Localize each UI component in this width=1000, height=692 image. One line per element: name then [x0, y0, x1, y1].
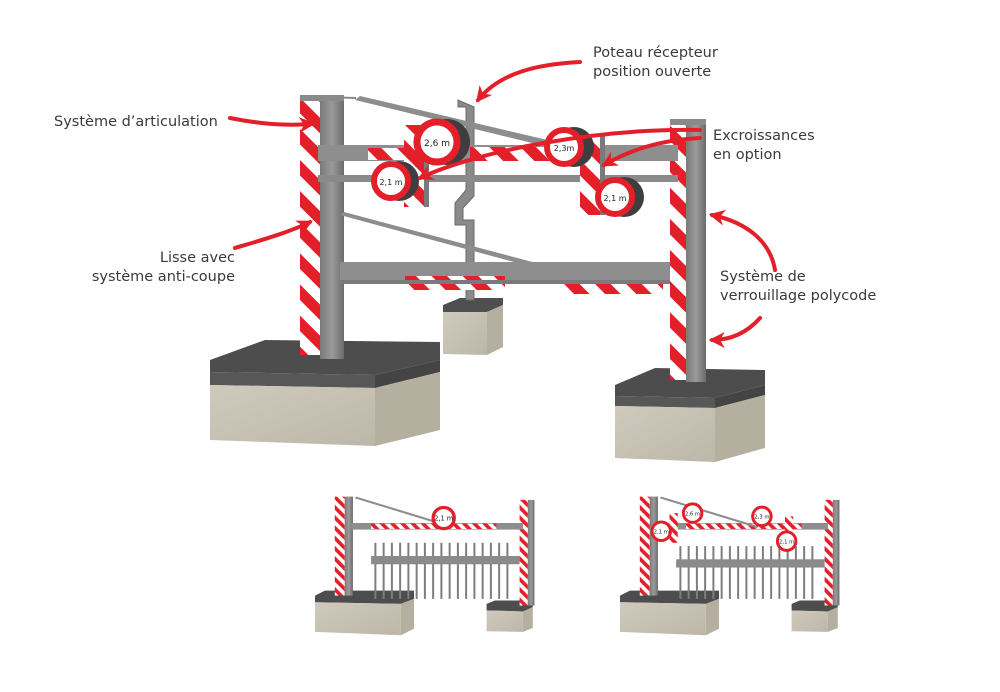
arrow-locking-upper [708, 209, 777, 272]
label-receiver-post-line1: Poteau récepteur [593, 45, 718, 61]
main-barrier-illustration: 2,6 m 2,3m 2,1 m 2,1 m [210, 95, 765, 462]
left-concrete-base [210, 340, 440, 446]
sign-2-3-text: 2,3m [554, 144, 575, 153]
label-articulation-line1: Système d’articulation [54, 114, 218, 130]
sign-2-6-text: 2,6 m [424, 139, 450, 149]
left-post [300, 95, 344, 359]
label-receiver-post: Poteau récepteur position ouverte [593, 44, 718, 82]
arrow-locking-lower [708, 316, 762, 348]
variant2-sign-1-text: 2,1 m [654, 530, 669, 536]
center-concrete-base [443, 298, 503, 355]
label-outgrowths: Excroissances en option [713, 127, 815, 165]
variant1-sign-text: 2,1 m [434, 515, 453, 523]
sign-2-1-left: 2,1 m [371, 161, 419, 201]
variant-gate-single-sign: 2,1 m [315, 496, 535, 636]
label-bar: Lisse avec système anti-coupe [92, 249, 235, 287]
sign-2-6: 2,6 m [413, 118, 470, 166]
right-concrete-base [615, 368, 765, 462]
label-bar-line2: système anti-coupe [91, 269, 235, 285]
label-locking: Système de verrouillage polycode [720, 268, 876, 306]
label-articulation: Système d’articulation [54, 113, 218, 132]
label-outgrowths-line1: Excroissances [713, 128, 815, 144]
annotation-arrows [228, 60, 777, 348]
variant-gate-four-signs: 2,1 m 2,6 m 2,3 m 2,1 m [620, 496, 840, 636]
label-receiver-post-line2: position ouverte [593, 64, 712, 80]
label-locking-line2: verrouillage polycode [720, 288, 877, 304]
lower-bar [340, 262, 670, 294]
arrow-articulation [228, 116, 316, 133]
upper-diagonal-arm [355, 96, 590, 156]
arrow-receiver-post [476, 60, 582, 103]
label-locking-line1: Système de [720, 269, 806, 285]
sign-2-1-right-text: 2,1 m [603, 194, 626, 203]
sign-2-3: 2,3m [544, 127, 594, 167]
arrow-outgrowths-left [417, 127, 702, 180]
arrow-outgrowths-right [601, 136, 702, 167]
arrow-bar [233, 220, 313, 250]
sign-2-1-left-text: 2,1 m [379, 178, 402, 187]
label-outgrowths-line2: en option [713, 147, 782, 163]
variant2-sign-2-text: 2,6 m [685, 511, 700, 517]
variant2-sign-3-text: 2,3 m [754, 515, 769, 521]
label-bar-line1: Lisse avec [159, 250, 235, 266]
sign-2-1-right: 2,1 m [595, 177, 644, 217]
right-post [670, 119, 706, 382]
lower-diagonal-arm [340, 212, 555, 272]
variant2-sign-4-text: 2,1 m [779, 539, 794, 545]
